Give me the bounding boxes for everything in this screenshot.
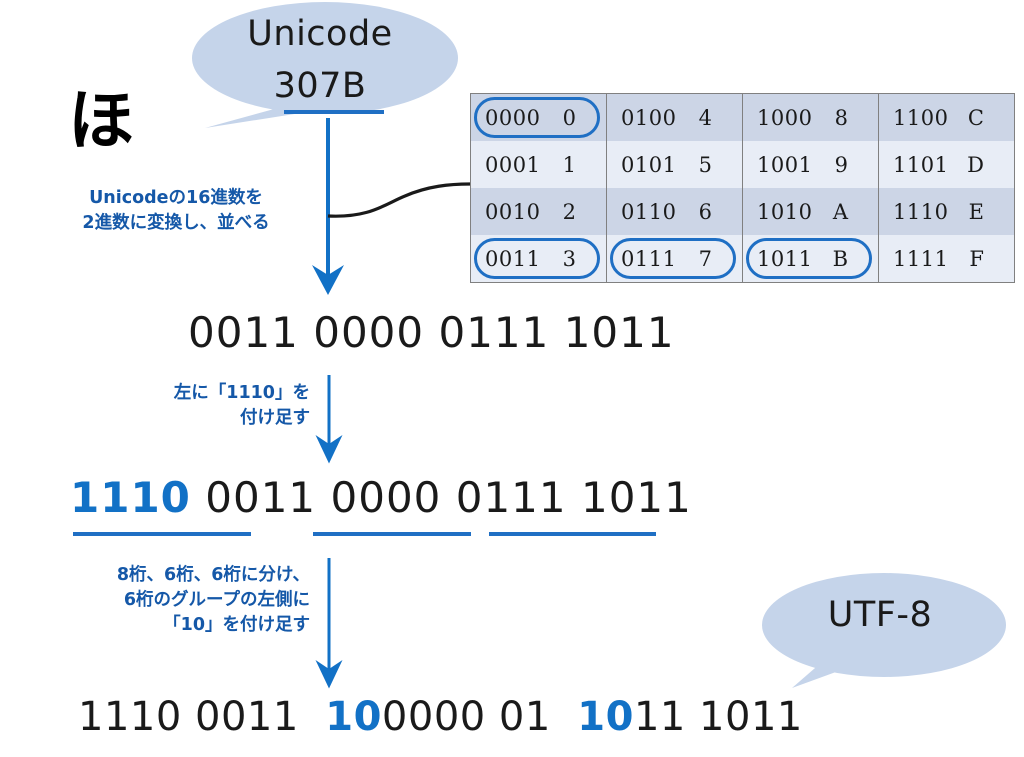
hex-binary-lookup-table: 0000 0 0100 4 1000 8 1100 C 0001 1 0101 <box>470 93 1015 283</box>
hex-cell: 0110 6 <box>607 188 743 235</box>
hex-cell: 0010 2 <box>471 188 607 235</box>
hex-cell-binary: 0001 <box>485 152 541 177</box>
utf8-continuation-marker-2: 10 <box>577 694 634 740</box>
hex-cell-binary: 1001 <box>757 152 813 177</box>
utf8-callout-shape <box>762 573 1006 688</box>
hex-cell-hex: 6 <box>698 199 712 224</box>
hex-cell: 1110 E <box>879 188 1014 235</box>
hex-cell-binary: 0111 <box>621 246 677 271</box>
table-row: 0010 2 0110 6 1010 A 1110 E <box>471 188 1014 235</box>
hex-cell: 1011 B <box>743 235 879 282</box>
hex-cell: 0101 5 <box>607 141 743 188</box>
hex-cell-hex: 1 <box>562 152 576 177</box>
binary-row-prefixed: 1110 0011 0000 0111 1011 <box>70 473 692 522</box>
hex-cell-binary: 1100 <box>893 105 949 130</box>
hex-cell-hex: 7 <box>698 246 712 271</box>
hex-cell-hex: 4 <box>698 105 712 130</box>
hex-cell: 0011 3 <box>471 235 607 282</box>
unicode-codepoint-underline <box>284 110 384 114</box>
hex-cell: 1111 F <box>879 235 1014 282</box>
hex-cell: 1001 9 <box>743 141 879 188</box>
hex-cell-binary: 0010 <box>485 199 541 224</box>
table-row: 0001 1 0101 5 1001 9 1101 D <box>471 141 1014 188</box>
hex-cell: 1101 D <box>879 141 1014 188</box>
hex-cell-binary: 1010 <box>757 199 813 224</box>
hex-cell: 0000 0 <box>471 94 607 141</box>
hex-cell-binary: 1110 <box>893 199 949 224</box>
utf8-continuation-marker-1: 10 <box>325 694 382 740</box>
annotation-step-2: 左に「1110」を 付け足す <box>173 383 310 428</box>
hex-cell: 0100 4 <box>607 94 743 141</box>
hex-cell-hex: 9 <box>834 152 848 177</box>
hex-cell-binary: 1011 <box>757 246 813 271</box>
utf8-callout-label: UTF-8 <box>827 595 933 635</box>
binary-row-utf8: 1110 0011 100000 01 1011 1011 <box>78 694 803 740</box>
source-character: ほ <box>68 82 134 159</box>
hex-cell: 0001 1 <box>471 141 607 188</box>
table-row: 0011 3 0111 7 1011 B 1111 F <box>471 235 1014 282</box>
hex-cell-hex: A <box>832 199 848 224</box>
group-underline-3 <box>489 532 656 536</box>
table-connector-curve <box>327 182 471 218</box>
hex-cell-hex: E <box>968 199 984 224</box>
hex-cell-hex: 0 <box>562 105 576 130</box>
group-underline-2 <box>313 532 471 536</box>
annotation-step-1: Unicodeの16進数を 2進数に変換し、並べる <box>82 188 270 233</box>
hex-cell-hex: D <box>967 152 984 177</box>
hex-cell-binary: 0011 <box>485 246 541 271</box>
table-row: 0000 0 0100 4 1000 8 1100 C <box>471 94 1014 141</box>
hex-cell-binary: 1000 <box>757 105 813 130</box>
hex-cell: 1010 A <box>743 188 879 235</box>
hex-cell-binary: 1101 <box>893 152 949 177</box>
hex-cell-hex: 3 <box>562 246 576 271</box>
binary-body-prefixed: 0011 0000 0111 1011 <box>190 473 692 522</box>
hex-cell-hex: 8 <box>834 105 848 130</box>
binary-prefix-1110: 1110 <box>70 473 191 522</box>
hex-cell-hex: 2 <box>562 199 576 224</box>
hex-cell-binary: 0101 <box>621 152 677 177</box>
hex-cell-binary: 1111 <box>893 246 949 271</box>
hex-cell-hex: C <box>967 105 984 130</box>
unicode-callout-codepoint: 307B <box>273 66 367 106</box>
hex-cell: 0111 7 <box>607 235 743 282</box>
hex-cell: 1100 C <box>879 94 1014 141</box>
hex-cell-hex: F <box>969 246 984 271</box>
hex-cell-binary: 0000 <box>485 105 541 130</box>
hex-cell: 1000 8 <box>743 94 879 141</box>
group-underline-1 <box>73 532 251 536</box>
annotation-step-3: 8桁、6桁、6桁に分け、 6桁のグループの左側に 「10」を付け足す <box>116 565 310 635</box>
hex-cell-binary: 0100 <box>621 105 677 130</box>
utf8-byte1: 1110 0011 <box>78 694 326 740</box>
hex-cell-binary: 0110 <box>621 199 677 224</box>
binary-row-converted: 0011 0000 0111 1011 <box>188 308 675 357</box>
hex-cell-hex: B <box>832 246 848 271</box>
utf8-byte2: 0000 01 <box>381 694 578 740</box>
unicode-callout-title: Unicode <box>247 14 393 54</box>
utf8-byte3: 11 1011 <box>633 694 803 740</box>
hex-cell-hex: 5 <box>698 152 712 177</box>
